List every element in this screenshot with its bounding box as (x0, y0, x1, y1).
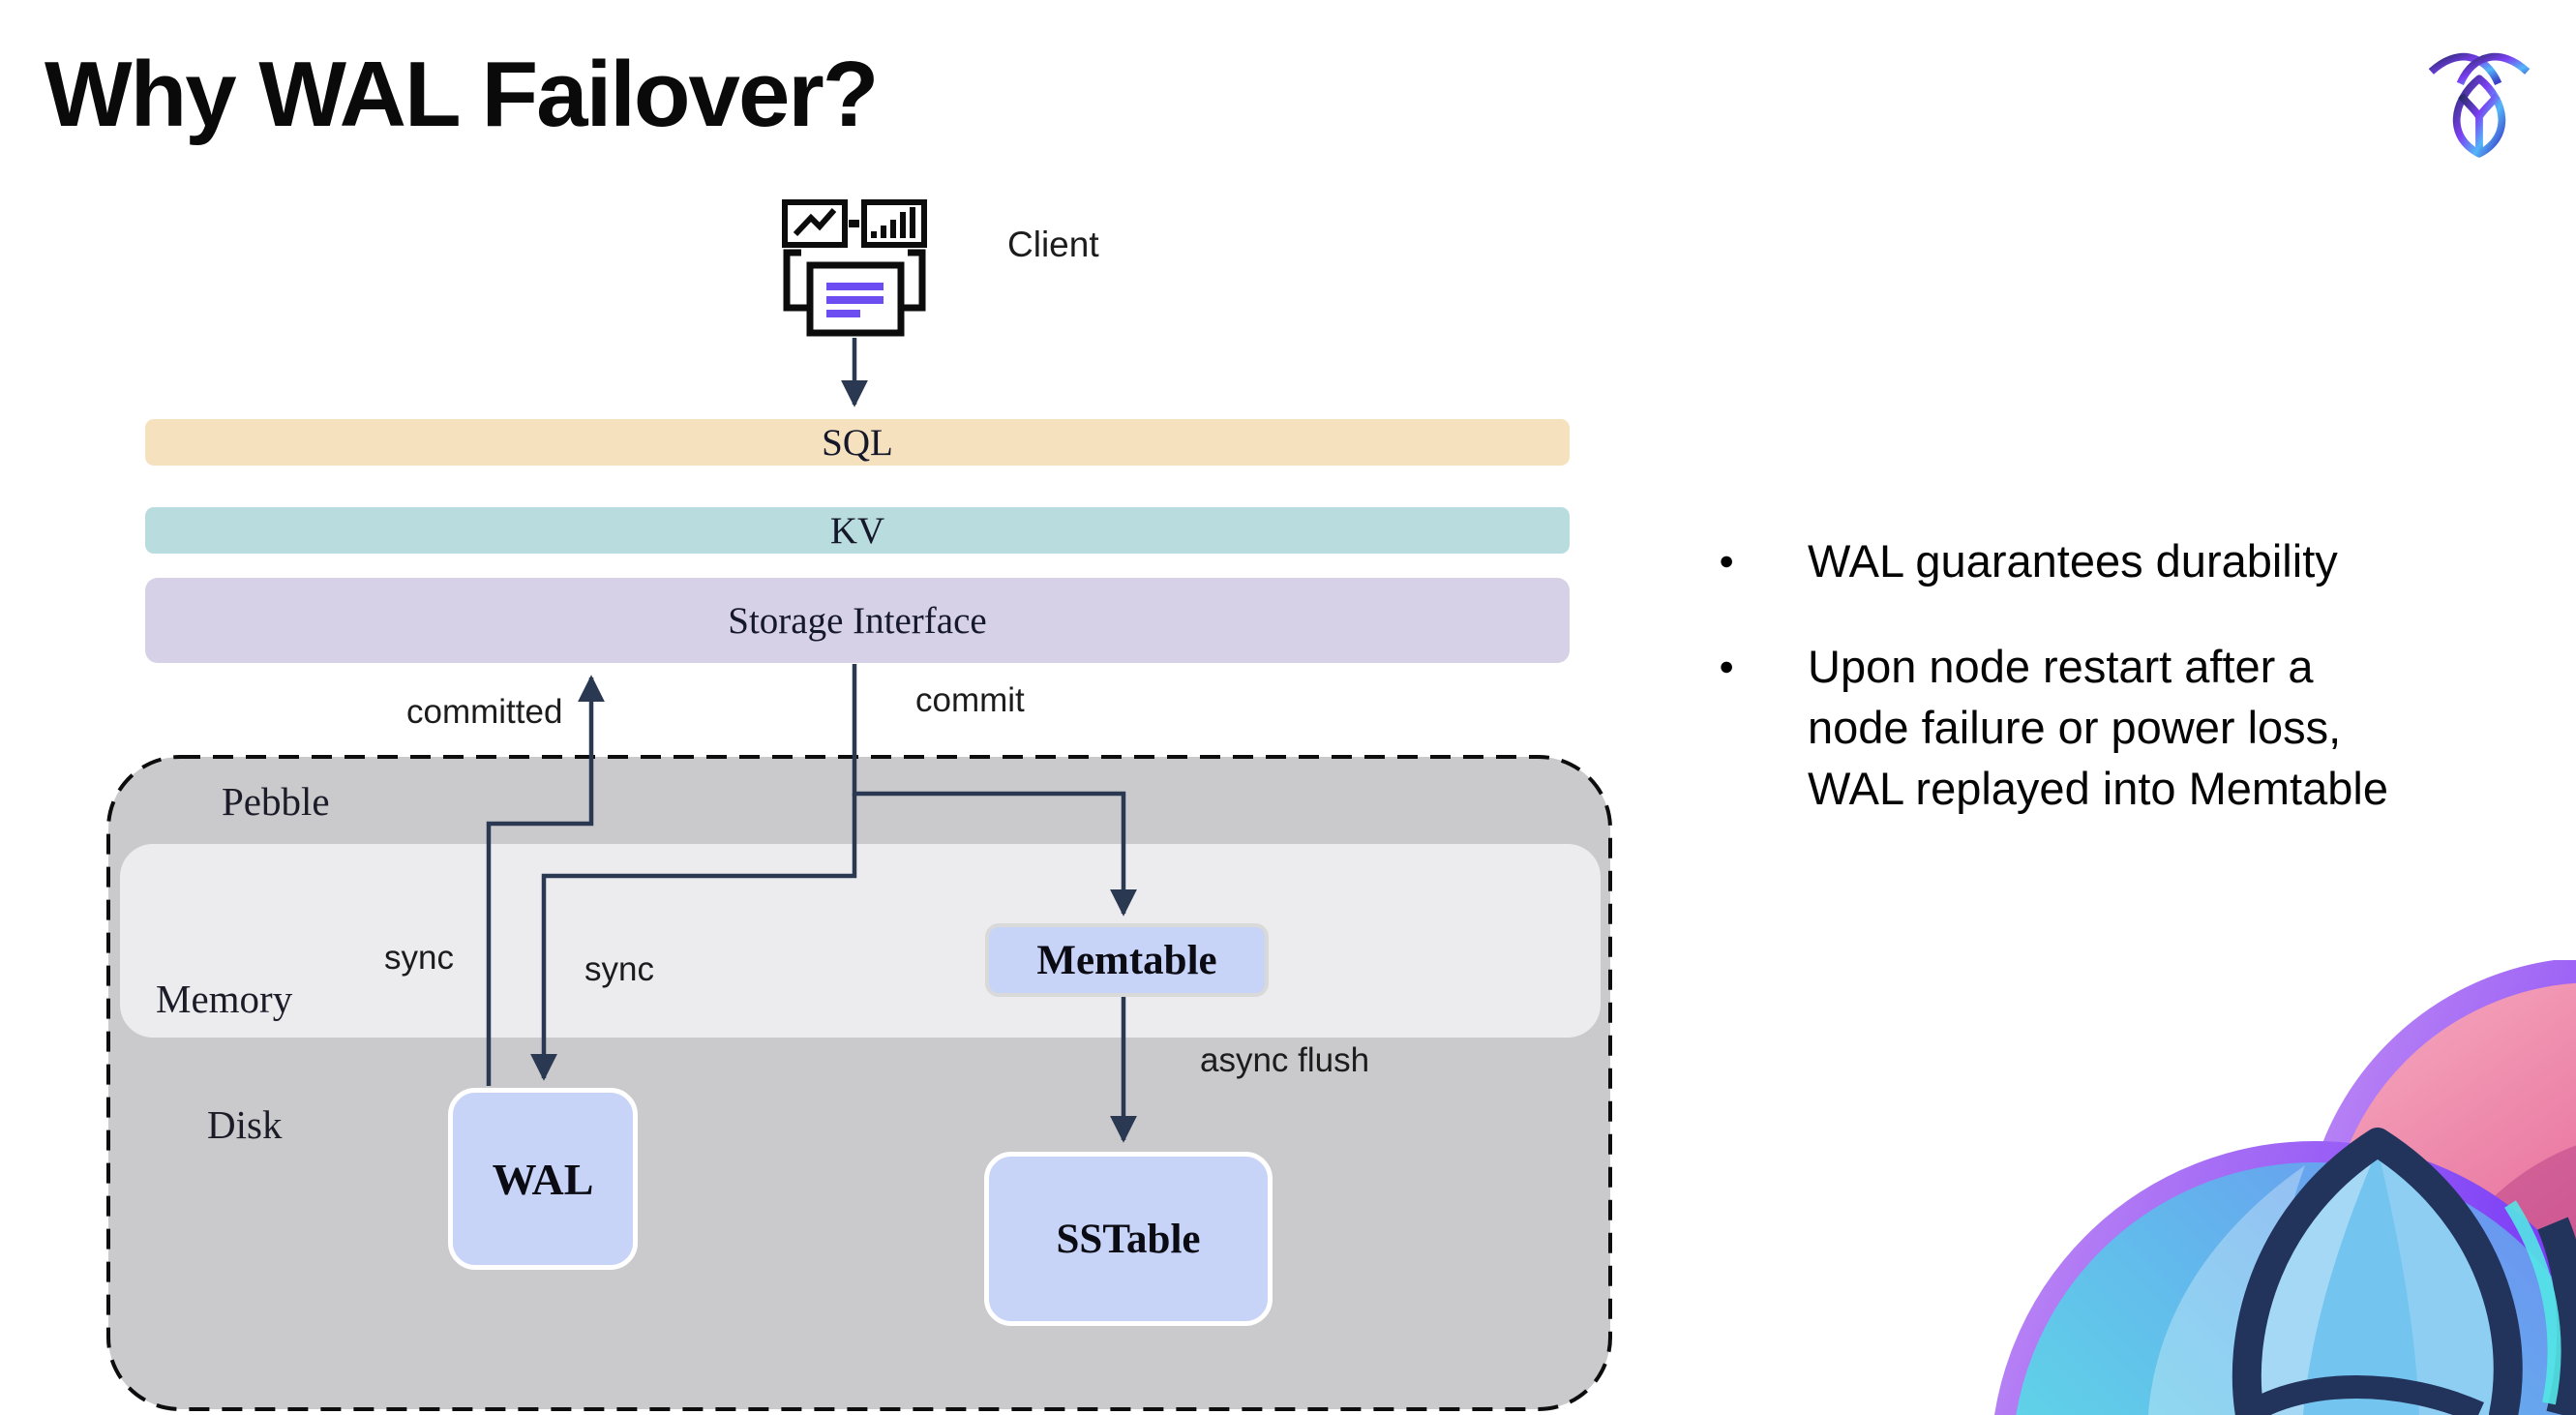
decor-leaf (2232, 1128, 2523, 1415)
document-icon (806, 261, 905, 337)
layer-kv-label: KV (829, 509, 885, 552)
edge-wal-committed-to-storage (486, 675, 605, 1086)
bullet-line: node failure or power loss, (1808, 702, 2342, 753)
memory-band (120, 844, 1601, 1038)
list-item: ● Upon node restart after a node failure… (1719, 636, 2570, 819)
edge-label-sync-right: sync (584, 950, 654, 988)
memtable-node-label: Memtable (1036, 937, 1217, 983)
wal-node-label: WAL (492, 1154, 594, 1204)
bar-chart-icon (861, 199, 927, 248)
decor-right-band (2537, 1217, 2576, 1415)
layer-sql-label: SQL (822, 421, 893, 464)
edge-label-sync-left: sync (384, 939, 454, 977)
edge-storage-commit-to-memtable (852, 664, 1137, 917)
layer-kv: KV (145, 507, 1570, 554)
layer-storage-interface: Storage Interface (145, 578, 1570, 663)
pebble-label: Pebble (222, 779, 330, 824)
page-title: Why WAL Failover? (45, 43, 879, 146)
bullet-line: Upon node restart after a (1808, 641, 2314, 692)
client-icon (782, 199, 927, 337)
bullet-text: Upon node restart after a node failure o… (1808, 636, 2388, 819)
bullet-line: WAL guarantees durability (1808, 535, 2338, 587)
wal-node: WAL (448, 1088, 638, 1270)
sstable-node-label: SSTable (1056, 1216, 1201, 1262)
brand-decoration-graphic (1994, 960, 2576, 1415)
logo-body (2452, 75, 2506, 158)
memory-label: Memory (156, 977, 293, 1021)
bullet-icon: ● (1719, 651, 1735, 680)
list-item: ● WAL guarantees durability (1719, 530, 2570, 591)
logo-stem (2458, 93, 2501, 153)
terminal-brackets-icon (783, 249, 926, 312)
edge-label-commit: commit (915, 681, 1025, 719)
edge-label-committed: committed (406, 693, 563, 731)
edge-commit-sync-to-wal (530, 794, 857, 1081)
bullet-text: WAL guarantees durability (1808, 530, 2338, 591)
layer-sql: SQL (145, 419, 1570, 466)
edge-label-async-flush: async flush (1200, 1041, 1370, 1079)
memtable-node: Memtable (985, 923, 1269, 997)
layer-storage-interface-label: Storage Interface (728, 599, 987, 642)
bullet-icon: ● (1719, 546, 1735, 575)
client-label: Client (1007, 225, 1099, 264)
cockroachdb-logo (2428, 52, 2531, 158)
logo-antenna-left (2428, 52, 2502, 86)
disk-label: Disk (207, 1102, 283, 1147)
sstable-node: SSTable (984, 1152, 1273, 1326)
bullet-list: ● WAL guarantees durability ● Upon node … (1719, 530, 2570, 863)
diagram-connectors (486, 338, 1137, 1143)
decor-cyan-arc (2504, 1200, 2561, 1405)
bullet-line: WAL replayed into Memtable (1808, 763, 2388, 814)
logo-antenna-right (2456, 52, 2531, 86)
dash-glyph (849, 220, 859, 227)
line-chart-icon (782, 199, 848, 248)
